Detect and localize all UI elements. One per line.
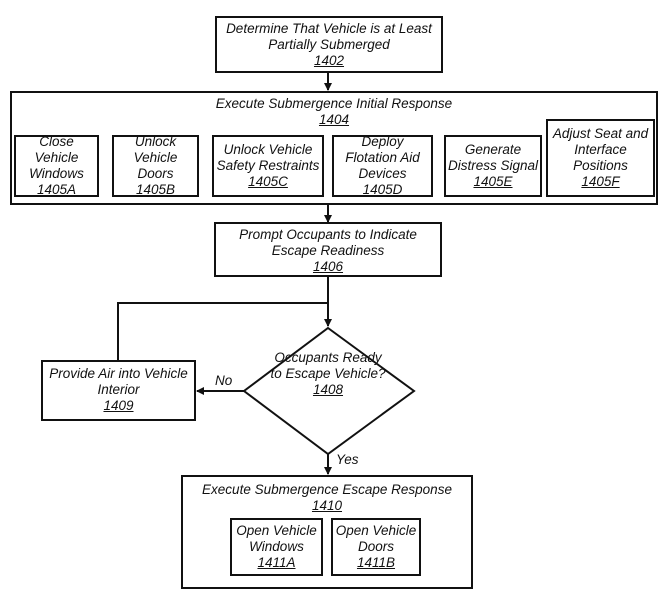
step-1406-text: Prompt Occupants to Indicate Escape Read…: [239, 227, 417, 258]
substep-1411a: Open Vehicle Windows 1411A: [230, 518, 323, 576]
substep-1405c-text: Unlock Vehicle Safety Restraints: [216, 142, 320, 173]
substep-1405f: Adjust Seat and Interface Positions 1405…: [546, 119, 655, 197]
step-1406: Prompt Occupants to Indicate Escape Read…: [214, 222, 442, 277]
decision-diamond-1408: [242, 326, 416, 456]
substep-1405d-text: Deploy Flotation Aid Devices: [345, 134, 420, 181]
substep-1405a-text: Close Vehicle Windows: [29, 134, 84, 181]
substep-1405b: Unlock Vehicle Doors 1405B: [112, 134, 199, 197]
decision-1408: Occupants Ready to Escape Vehicle? 1408: [270, 350, 386, 398]
substep-1405b-ref: 1405B: [135, 182, 176, 197]
step-1404-ref: 1404: [318, 112, 350, 127]
substep-1411b: Open Vehicle Doors 1411B: [331, 518, 421, 576]
substep-1411b-text: Open Vehicle Doors: [335, 523, 417, 554]
substep-1405e-ref: 1405E: [473, 174, 513, 189]
step-1410: Execute Submergence Escape Response 1410: [181, 475, 473, 589]
yes-label: Yes: [336, 452, 359, 467]
substep-1405e: Generate Distress Signal 1405E: [444, 135, 542, 197]
step-1406-ref: 1406: [312, 259, 344, 274]
no-label: No: [215, 373, 233, 388]
substep-1405b-text: Unlock Vehicle Doors: [133, 134, 178, 181]
substep-1405a-ref: 1405A: [36, 182, 77, 197]
decision-1408-ref: 1408: [312, 382, 344, 397]
step-1402-text: Determine That Vehicle is at Least Parti…: [226, 21, 432, 52]
step-1402: Determine That Vehicle is at Least Parti…: [215, 16, 443, 73]
substep-1411b-ref: 1411B: [356, 555, 396, 570]
decision-1408-text: Occupants Ready to Escape Vehicle?: [270, 350, 386, 381]
substep-1405d-ref: 1405D: [362, 182, 403, 197]
substep-1405e-text: Generate Distress Signal: [447, 142, 539, 173]
substep-1411a-text: Open Vehicle Windows: [236, 523, 317, 554]
substep-1405a: Close Vehicle Windows 1405A: [14, 134, 99, 197]
substep-1411a-ref: 1411A: [257, 555, 296, 570]
substep-1405c-ref: 1405C: [248, 174, 288, 189]
substep-1405d: Deploy Flotation Aid Devices 1405D: [332, 134, 433, 197]
substep-1405c: Unlock Vehicle Safety Restraints 1405C: [212, 135, 324, 197]
step-1404-text: Execute Submergence Initial Response: [215, 96, 453, 111]
substep-1405f-text: Adjust Seat and Interface Positions: [552, 126, 649, 173]
step-1402-ref: 1402: [313, 53, 345, 68]
step-1409-ref: 1409: [103, 398, 134, 413]
step-1410-ref: 1410: [311, 498, 343, 513]
step-1410-text: Execute Submergence Escape Response: [202, 482, 452, 497]
substep-1405f-ref: 1405F: [581, 174, 620, 189]
arrow-1409-loop-to-1408: [117, 302, 328, 360]
step-1409-text: Provide Air into Vehicle Interior: [49, 366, 188, 397]
step-1409: Provide Air into Vehicle Interior 1409: [41, 360, 196, 421]
